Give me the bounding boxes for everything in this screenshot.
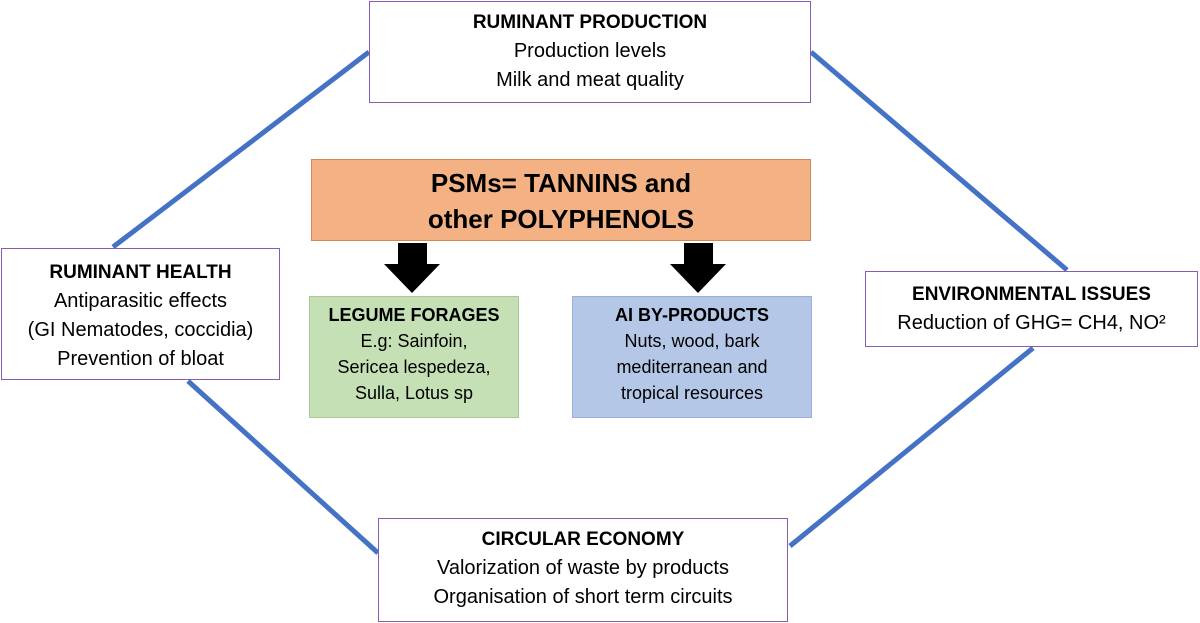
environmental-issues-title: ENVIRONMENTAL ISSUES <box>912 284 1151 305</box>
circular-line: Organisation of short term circuits <box>433 586 733 608</box>
ai-by-products-box: AI BY-PRODUCTS Nuts, wood, bark mediterr… <box>572 296 812 418</box>
environmental-issues-box: ENVIRONMENTAL ISSUES Reduction of GHG= C… <box>865 271 1198 347</box>
legume-line: Sericea lespedeza, <box>337 357 491 377</box>
ai-line: tropical resources <box>620 383 764 403</box>
legume-forages-box: LEGUME FORAGES E.g: Sainfoin, Sericea le… <box>309 296 519 418</box>
ruminant-health-box: RUMINANT HEALTH Antiparasitic effects (G… <box>1 248 280 380</box>
health-line: Prevention of bloat <box>57 348 224 370</box>
health-line: Antiparasitic effects <box>53 290 228 312</box>
ruminant-production-title: RUMINANT PRODUCTION <box>472 12 708 33</box>
arrow-down-ai-icon <box>670 243 726 293</box>
connector-health-circular <box>186 379 380 555</box>
connector-production-environment <box>809 50 1069 272</box>
environment-line: Reduction of GHG= CH4, NO² <box>897 312 1166 334</box>
circular-economy-box: CIRCULAR ECONOMY Valorization of waste b… <box>378 518 788 622</box>
production-line: Production levels <box>513 40 667 62</box>
arrow-down-legume-icon <box>384 243 440 293</box>
ruminant-health-title: RUMINANT HEALTH <box>49 262 232 283</box>
circular-economy-title: CIRCULAR ECONOMY <box>481 529 685 550</box>
health-line: (GI Nematodes, coccidia) <box>27 319 254 341</box>
psm-line: other POLYPHENOLS <box>427 204 695 234</box>
connector-production-health <box>111 50 371 249</box>
production-line: Milk and meat quality <box>496 69 684 91</box>
ai-by-products-title: AI BY-PRODUCTS <box>614 305 769 325</box>
legume-forages-title: LEGUME FORAGES <box>328 305 500 325</box>
psm-tannins-box: PSMs= TANNINS and other POLYPHENOLS <box>311 159 811 241</box>
psm-line: PSMs= TANNINS and <box>430 168 692 198</box>
connector-environment-circular <box>788 346 1035 548</box>
circular-line: Valorization of waste by products <box>436 557 729 579</box>
ruminant-production-box: RUMINANT PRODUCTION Production levels Mi… <box>369 1 811 103</box>
ai-line: Nuts, wood, bark <box>624 331 760 351</box>
legume-line: E.g: Sainfoin, <box>360 331 468 351</box>
legume-line: Sulla, Lotus sp <box>354 383 474 403</box>
ai-line: mediterranean and <box>616 357 768 377</box>
